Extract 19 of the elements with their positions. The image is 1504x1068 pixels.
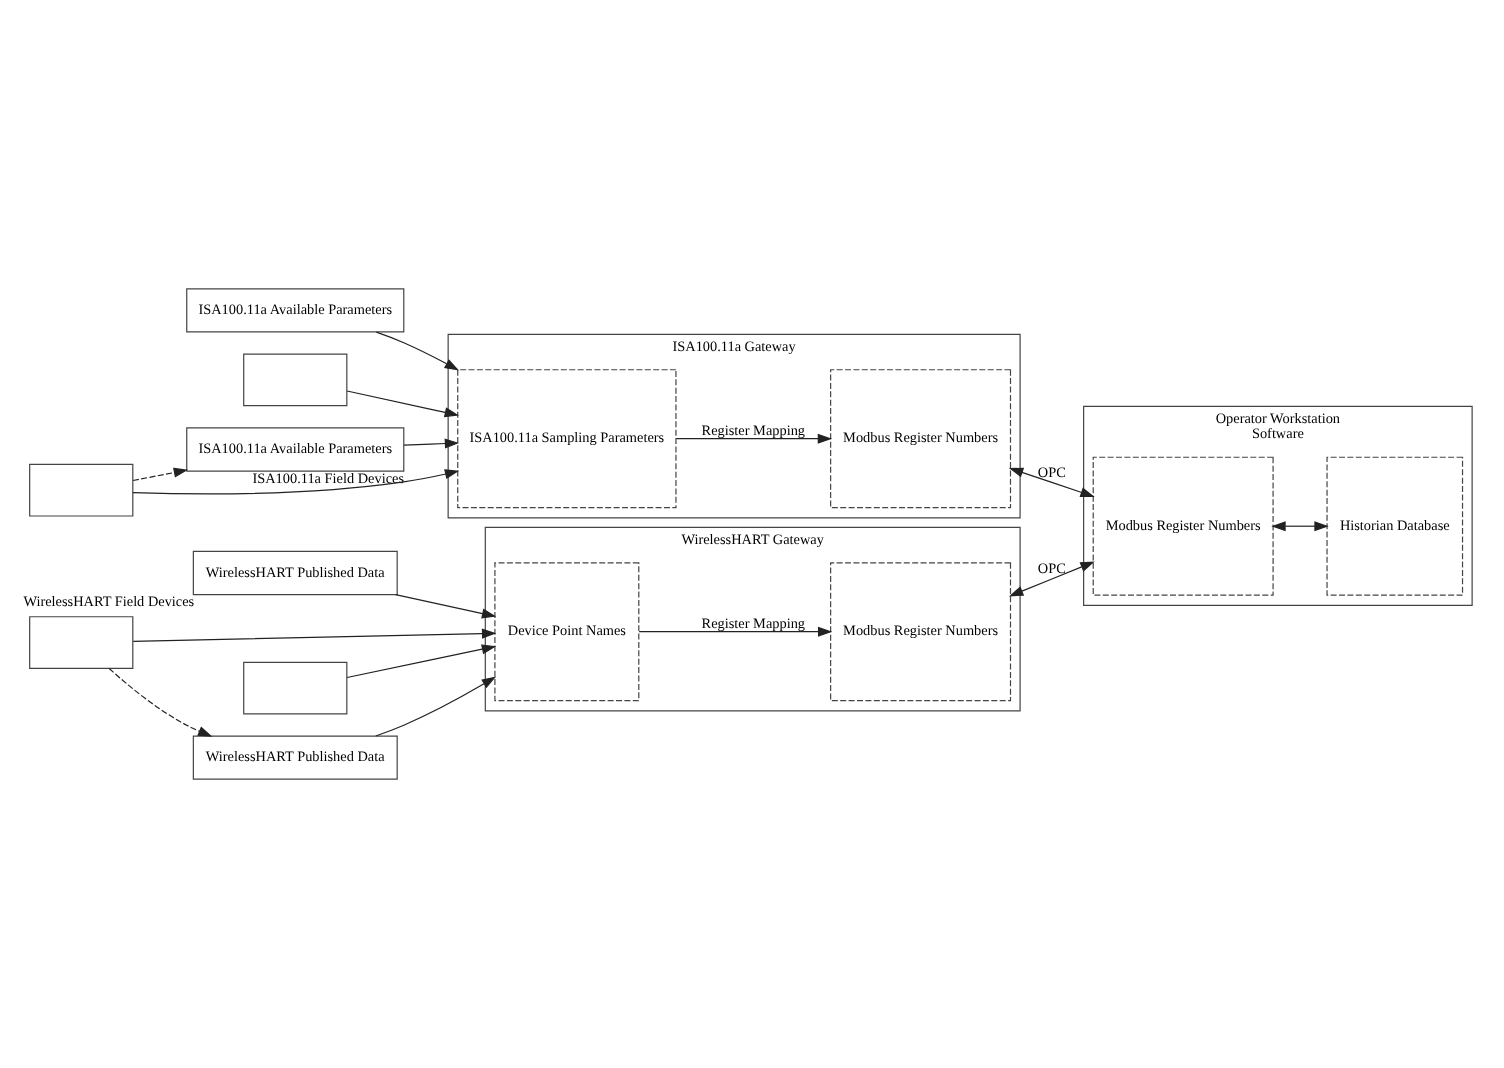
arrow [131,467,188,482]
arrow [637,626,832,637]
arrow [345,390,459,418]
arrow [107,667,212,737]
arrow [374,676,496,737]
arrow [402,438,459,449]
arrow [131,628,496,642]
arrow [374,331,458,371]
node-box [28,616,133,669]
arrow [393,594,496,619]
node-box [242,661,347,715]
node-box [28,463,133,517]
arrow [674,433,832,444]
arrow [1007,561,1094,597]
arrow [131,469,459,495]
arrow [1007,467,1094,498]
arrow [1270,521,1328,532]
arrow [345,644,496,679]
node-box [242,353,347,407]
